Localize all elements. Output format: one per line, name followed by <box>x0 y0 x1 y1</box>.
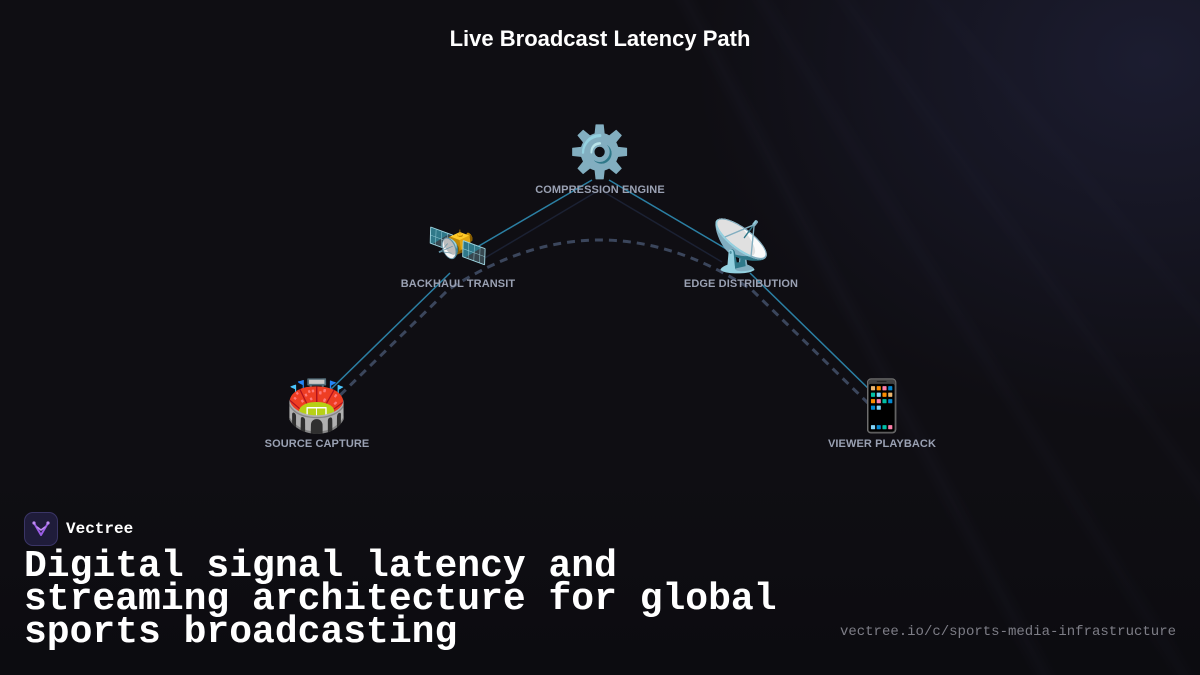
node-source-capture: 🏟️ SOURCE CAPTURE <box>227 378 407 450</box>
node-edge-distribution: 📡 EDGE DISTRIBUTION <box>651 218 831 290</box>
link-edge-viewer <box>749 272 875 395</box>
node-label: COMPRESSION ENGINE <box>535 184 665 196</box>
link-compression-edge <box>608 179 729 251</box>
satellite-dish-icon: 📡 <box>709 217 773 275</box>
shadow-link-compression-edge <box>603 191 723 263</box>
mobile-phone-icon: 📱 <box>850 377 914 435</box>
node-label: BACKHAUL TRANSIT <box>400 278 516 290</box>
page-url[interactable]: vectree.io/c/sports-media-infrastructure <box>839 624 1176 640</box>
node-label: EDGE DISTRIBUTION <box>683 278 799 290</box>
vectree-logo-mark <box>32 521 50 536</box>
node-label: VIEWER PLAYBACK <box>827 438 937 450</box>
vectree-logo-icon <box>24 512 58 546</box>
node-backhaul-transit: 🛰️ BACKHAUL TRANSIT <box>368 218 548 290</box>
node-label: SOURCE CAPTURE <box>264 438 370 450</box>
node-viewer-playback: 📱 VIEWER PLAYBACK <box>792 378 972 450</box>
brand[interactable]: Vectree <box>24 512 133 546</box>
shadow-link-backhaul-compression <box>477 191 597 263</box>
node-compression-engine: ⚙️ COMPRESSION ENGINE <box>510 124 690 196</box>
diagram-title: Live Broadcast Latency Path <box>449 26 751 51</box>
brand-name: Vectree <box>66 520 134 538</box>
link-source-backhaul <box>325 272 451 395</box>
link-backhaul-compression <box>471 179 593 251</box>
gear-icon: ⚙️ <box>568 123 632 181</box>
stadium-icon: 🏟️ <box>285 377 349 435</box>
headline: Digital signal latency and streaming arc… <box>24 545 777 654</box>
latency-curve-dashed <box>328 238 872 407</box>
satellite-icon: 🛰️ <box>426 217 490 275</box>
